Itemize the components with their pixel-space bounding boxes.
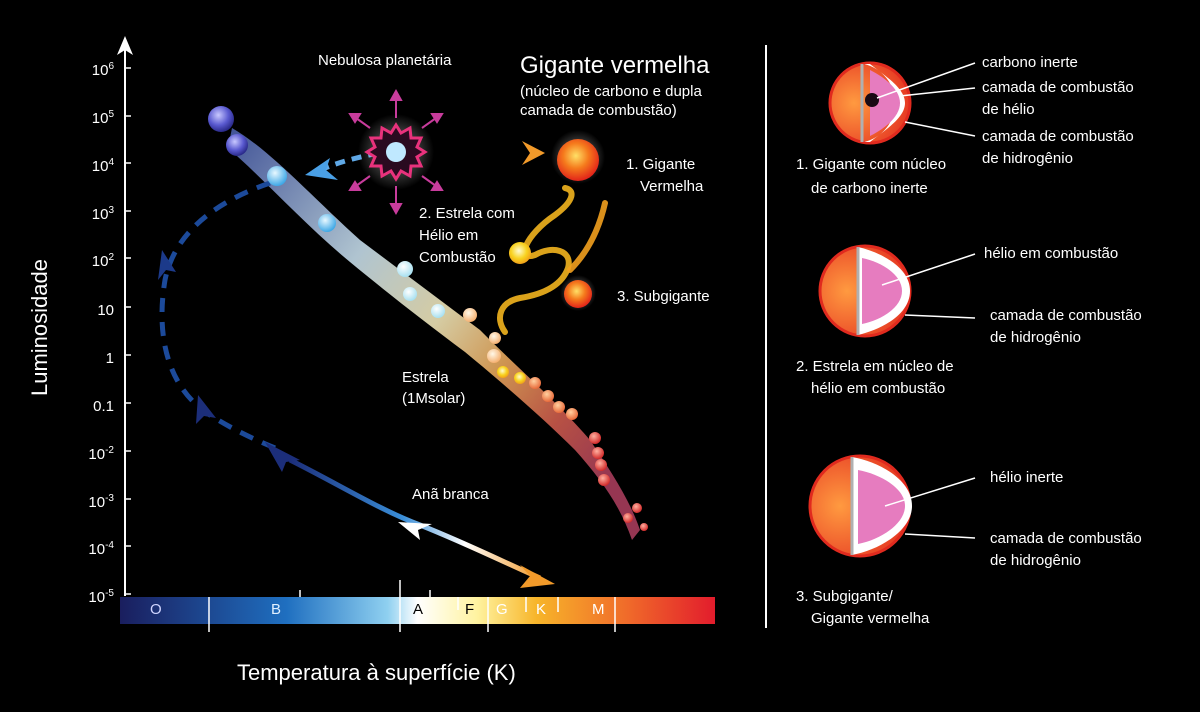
y-tick-1e6: 106 (91, 61, 114, 79)
red-giant-star (557, 139, 599, 181)
panel-2-callout-he-burning: hélio em combustão (984, 245, 1119, 262)
red-giant-subtitle-2: camada de combustão) (520, 102, 677, 119)
y-axis-arrowhead (117, 36, 133, 55)
panel-1-callout-h-shell-1: camada de combustão (982, 128, 1134, 145)
panel-3-caption-line2: Gigante vermelha (811, 610, 930, 627)
y-tick-0.1: 0.1 (93, 398, 114, 415)
panel-3-callout-h-shell-1: camada de combustão (990, 530, 1142, 547)
stage2-label-line3: Combustão (419, 249, 496, 266)
panel-1-caption-line2: de carbono inerte (811, 180, 928, 197)
y-tick-1e4: 104 (91, 157, 114, 175)
panel-1-caption-line1: 1. Gigante com núcleo (796, 156, 947, 173)
stage2-label-line2: Hélio em (419, 227, 479, 244)
giant-branch-track (497, 185, 575, 335)
panel-2-caption-line1: 2. Estrela em núcleo de (796, 358, 954, 375)
cooling-track-dashed (159, 180, 281, 453)
panel-1-callout-h-shell-2: de hidrogênio (982, 150, 1073, 167)
panel-2-caption-line2: hélio em combustão (811, 380, 946, 397)
stage2-label-line1: 2. Estrela com (419, 205, 515, 222)
spectral-class-b: B (271, 601, 282, 618)
panel-2-callout-h-shell-2: de hidrogênio (990, 329, 1081, 346)
y-tick-1e-3: 10-3 (88, 493, 114, 511)
y-axis-ticks (125, 67, 131, 595)
panel-3-sphere (808, 454, 912, 558)
spectral-class-o: O (150, 601, 162, 618)
helium-burning-star (509, 242, 531, 264)
cooling-arrowhead-3 (265, 442, 300, 472)
giant-arrowhead (522, 141, 545, 165)
stage1-label-line2: Vermelha (640, 178, 704, 195)
y-tick-1e-2: 10-2 (88, 445, 114, 463)
panel-3-callout-he-inert: hélio inerte (990, 469, 1064, 486)
subgiant-star (564, 280, 592, 308)
stage1-label-line1: 1. Gigante (626, 156, 696, 173)
y-tick-1e2: 102 (91, 252, 114, 270)
panel-2-callout-h-shell-1: camada de combustão (990, 307, 1142, 324)
sun-label-line1: Estrela (402, 369, 449, 386)
spectral-class-k: K (536, 601, 547, 618)
wd-arrowhead-2 (520, 565, 555, 588)
panel-1-callout-he-shell-1: camada de combustão (982, 79, 1134, 96)
white-dwarf-track (288, 457, 541, 581)
y-tick-10: 10 (97, 302, 114, 319)
panel-1-sphere (828, 61, 912, 145)
spectral-ticks (208, 580, 616, 632)
planetary-nebula (348, 88, 444, 216)
red-giant-subtitle-1: (núcleo de carbono e dupla (520, 83, 702, 100)
spectral-class-m: M (592, 601, 605, 618)
horizontal-branch-track (567, 200, 608, 273)
y-tick-1e5: 105 (91, 109, 114, 127)
stage3-label: 3. Subgigante (617, 288, 710, 305)
wd-arrowhead-1 (398, 522, 432, 540)
panel-3-caption-line1: 3. Subgigante/ (796, 588, 893, 605)
x-axis-label: Temperatura à superfície (K) (237, 660, 516, 685)
cooling-arrowhead-1 (158, 250, 176, 280)
white-dwarf-label: Anã branca (412, 486, 489, 503)
spectral-class-f: F (465, 601, 475, 618)
y-axis-label: Luminosidade (27, 259, 52, 396)
y-tick-1e-4: 10-4 (88, 540, 114, 558)
spectral-class-bar (120, 597, 715, 624)
spectral-class-a: A (413, 601, 424, 618)
y-tick-1: 1 (105, 350, 114, 367)
callout-lines (876, 62, 976, 539)
nebula-arrowhead (305, 158, 338, 180)
panel-2-sphere (818, 244, 912, 338)
panel-1-callout-he-shell-2: de hélio (982, 101, 1035, 118)
main-sequence-stars (208, 106, 648, 531)
y-tick-1e3: 103 (91, 205, 114, 223)
planetary-nebula-label: Nebulosa planetária (318, 52, 452, 69)
red-giant-title: Gigante vermelha (520, 52, 710, 79)
sun-label-line2: (1Msolar) (402, 390, 466, 407)
cooling-arrowhead-2 (196, 395, 216, 424)
spectral-class-g: G (496, 601, 508, 618)
y-tick-1e-5: 10-5 (88, 588, 114, 606)
panel-3-callout-h-shell-2: de hidrogênio (990, 552, 1081, 569)
panel-1-callout-carbon: carbono inerte (982, 54, 1078, 71)
